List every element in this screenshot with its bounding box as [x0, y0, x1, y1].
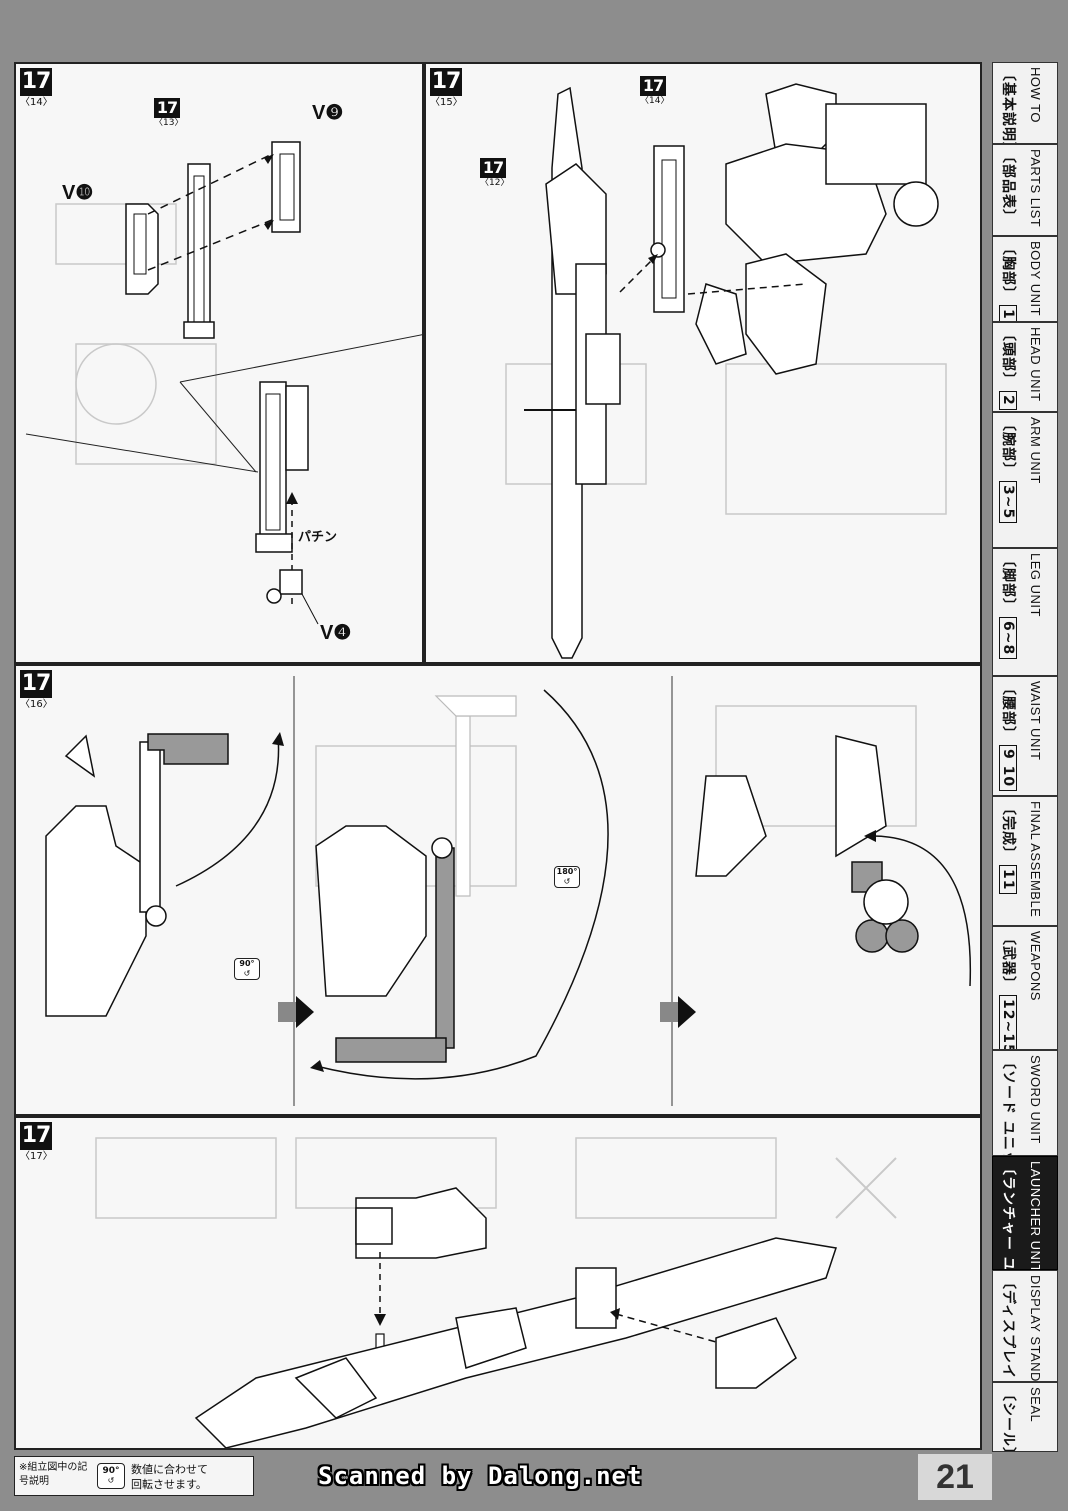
part-label-v10: V❿ — [62, 182, 94, 204]
legend-title: ※組立図中の記号説明 — [19, 1462, 88, 1487]
tab-en-label: SWORD UNIT — [1028, 1055, 1043, 1144]
panel-step-17-16: 17 〈16〉 90°↺ 180°↺ — [14, 664, 982, 1116]
chapter-index-sidebar: 〔基本説明〕 HOW TO 〔部品表〕 PARTS LIST 〔胸部〕1 BODY U… — [992, 62, 1058, 1452]
rotation-angle: 90° — [239, 959, 255, 968]
tab-jp-label: 〔腕部〕3~5 — [999, 417, 1019, 524]
tab-body-unit[interactable]: 〔胸部〕1 BODY UNIT — [992, 236, 1058, 322]
tab-en-label: HOW TO — [1028, 67, 1043, 123]
step-number: 17 — [20, 670, 52, 698]
part-label-v9: V❾ — [312, 102, 344, 124]
tab-weapons[interactable]: 〔武器〕12~15 WEAPONS — [992, 926, 1058, 1050]
tab-jp-label: 〔頭部〕2 — [999, 327, 1019, 410]
tab-number: 11 — [999, 865, 1017, 895]
tab-jp-label: 〔脚部〕6~8 — [999, 553, 1019, 660]
tab-launcher-unit[interactable]: 〔ランチャー ユニット〕17 LAUNCHER UNIT — [992, 1156, 1058, 1270]
assembly-illustration — [25, 141, 422, 625]
tab-jp-label: 〔部品表〕 — [1000, 149, 1016, 224]
rotate-90-icon: 90°↺ — [234, 958, 260, 980]
rotate-icon: 90°↺ — [97, 1463, 125, 1489]
tab-how-to[interactable]: 〔基本説明〕 HOW TO — [992, 62, 1058, 144]
tab-jp-label: 〔武器〕12~15 — [999, 931, 1019, 1049]
legend-angle: 90° — [102, 1466, 120, 1476]
instruction-area: 17 〈14〉 17 〈13〉 V❾ V❿ V❹ パチン — [14, 62, 982, 1450]
tab-head-unit[interactable]: 〔頭部〕2 HEAD UNIT — [992, 322, 1058, 412]
step-number: 17 — [430, 68, 462, 96]
assembly-illustration — [505, 83, 947, 659]
tab-en-label: PARTS LIST — [1028, 149, 1043, 228]
tab-en-label: BODY UNIT — [1028, 241, 1043, 317]
step-badge: 17 〈16〉 — [20, 670, 53, 711]
tab-en-label: WAIST UNIT — [1028, 681, 1043, 761]
tab-number: 2 — [999, 391, 1017, 410]
step-substep: 〈14〉 — [20, 97, 53, 108]
tab-en-label: LEG UNIT — [1028, 553, 1043, 617]
reference-number: 17 — [154, 98, 180, 118]
panel-step-17-17: 17 〈17〉 — [14, 1116, 982, 1450]
legend-description: 数値に合わせて回転させます。 — [131, 1462, 208, 1492]
tab-en-label: DISPLAY STAND — [1028, 1275, 1043, 1382]
panel-step-17-14: 17 〈14〉 17 〈13〉 V❾ V❿ V❹ パチン — [14, 62, 424, 664]
reference-substep: 〈12〉 — [480, 178, 510, 188]
rotation-angle: 180° — [556, 867, 578, 876]
step-substep: 〈15〉 — [430, 97, 463, 108]
tab-number: 12~15 — [999, 995, 1017, 1049]
tab-display-stand[interactable]: 〔ディスプレイ スタンド〕18 DISPLAY STAND — [992, 1270, 1058, 1382]
tab-parts-list[interactable]: 〔部品表〕 PARTS LIST — [992, 144, 1058, 236]
reference-number: 17 — [640, 76, 666, 96]
page-number: 21 — [918, 1454, 992, 1500]
tab-waist-unit[interactable]: 〔腰部〕9 10 WAIST UNIT — [992, 676, 1058, 796]
reference-badge: 17 〈13〉 — [154, 98, 184, 129]
tab-jp-label: 〔完成〕11 — [999, 801, 1019, 895]
reference-badge: 17 〈14〉 — [640, 76, 670, 107]
tab-number: 9 10 — [999, 745, 1017, 792]
tab-jp-label: 〔ソード ユニット〕16 — [999, 1055, 1019, 1155]
step-substep: 〈16〉 — [20, 699, 53, 710]
part-label-v4: V❹ — [320, 622, 352, 644]
assembly-illustration — [95, 1137, 897, 1448]
step-number: 17 — [20, 1122, 52, 1150]
tab-en-label: WEAPONS — [1028, 931, 1043, 1001]
tab-leg-unit[interactable]: 〔脚部〕6~8 LEG UNIT — [992, 548, 1058, 676]
tab-jp-label: 〔ディスプレイ スタンド〕18 — [999, 1275, 1019, 1381]
tab-sword-unit[interactable]: 〔ソード ユニット〕16 SWORD UNIT — [992, 1050, 1058, 1156]
step-badge: 17 〈17〉 — [20, 1122, 53, 1163]
tab-number: 6~8 — [999, 617, 1017, 660]
legend-line-1: 数値に合わせて — [131, 1463, 208, 1476]
symbol-legend: ※組立図中の記号説明 90°↺ 数値に合わせて回転させます。 — [14, 1456, 254, 1496]
tab-jp-label: 〔基本説明〕 — [1000, 67, 1016, 144]
tab-jp-label: 〔胸部〕1 — [999, 241, 1019, 321]
step-substep: 〈17〉 — [20, 1151, 53, 1162]
reference-badge: 17 〈12〉 — [480, 158, 510, 189]
tab-seal[interactable]: 〔シール〕 SEAL — [992, 1382, 1058, 1452]
step-badge: 17 〈14〉 — [20, 68, 53, 109]
scanner-watermark: Scanned by Dalong.net — [318, 1462, 643, 1490]
legend-line-2: 回転させます。 — [131, 1478, 207, 1491]
tab-en-label: LAUNCHER UNIT — [1028, 1161, 1043, 1270]
step-number: 17 — [20, 68, 52, 96]
tab-jp-label: 〔ランチャー ユニット〕17 — [999, 1161, 1019, 1269]
tab-number: 1 — [999, 305, 1017, 321]
assembly-illustration — [45, 676, 972, 1106]
reference-substep: 〈13〉 — [154, 118, 184, 128]
panel-step-17-15: 17 〈15〉 17 〈14〉 17 〈12〉 — [424, 62, 982, 664]
reference-number: 17 — [480, 158, 506, 178]
step-badge: 17 〈15〉 — [430, 68, 463, 109]
tab-en-label: HEAD UNIT — [1028, 327, 1043, 402]
tab-en-label: ARM UNIT — [1028, 417, 1043, 484]
reference-substep: 〈14〉 — [640, 96, 670, 106]
tab-final-assemble[interactable]: 〔完成〕11 FINAL ASSEMBLE — [992, 796, 1058, 926]
rotate-180-icon: 180°↺ — [554, 866, 580, 888]
tab-jp-label: 〔腰部〕9 10 — [999, 681, 1019, 792]
snap-sound-label: パチン — [298, 530, 338, 545]
tab-jp-label: 〔シール〕 — [1000, 1387, 1016, 1452]
tab-number: 3~5 — [999, 481, 1017, 524]
tab-arm-unit[interactable]: 〔腕部〕3~5 ARM UNIT — [992, 412, 1058, 548]
tab-en-label: SEAL — [1028, 1387, 1043, 1423]
tab-en-label: FINAL ASSEMBLE — [1028, 801, 1043, 918]
